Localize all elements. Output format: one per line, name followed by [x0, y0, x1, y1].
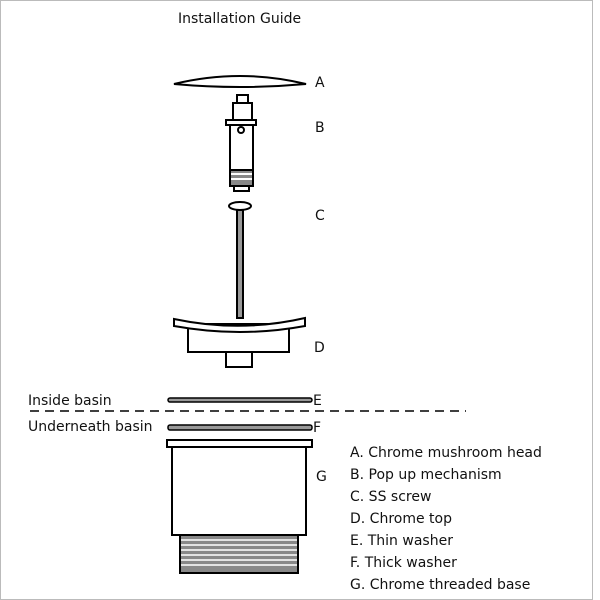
inside-basin-label: Inside basin — [28, 393, 112, 409]
part-g-threaded-base — [166, 439, 313, 574]
part-b-popup-mechanism — [225, 94, 257, 192]
part-a-mushroom-head — [173, 75, 307, 88]
label-b: B — [315, 120, 325, 136]
legend-item: A. Chrome mushroom head — [350, 445, 542, 461]
legend-item: G. Chrome threaded base — [350, 577, 531, 593]
legend-item: E. Thin washer — [350, 533, 453, 549]
legend-item: C. SS screw — [350, 489, 432, 505]
part-d-chrome-top — [173, 316, 306, 368]
part-c-screw — [228, 201, 252, 319]
diagram-title: Installation Guide — [178, 11, 302, 27]
label-d: D — [314, 340, 325, 356]
label-f: F — [313, 420, 322, 436]
label-g: G — [316, 469, 327, 485]
label-c: C — [315, 208, 325, 224]
label-e: E — [313, 393, 322, 409]
part-e-thin-washer — [167, 397, 313, 403]
label-a: A — [315, 75, 325, 91]
legend-item: B. Pop up mechanism — [350, 467, 502, 483]
legend-item: D. Chrome top — [350, 511, 452, 527]
part-f-thick-washer — [167, 424, 313, 431]
legend-item: F. Thick washer — [350, 555, 457, 571]
underneath-basin-label: Underneath basin — [28, 419, 153, 435]
